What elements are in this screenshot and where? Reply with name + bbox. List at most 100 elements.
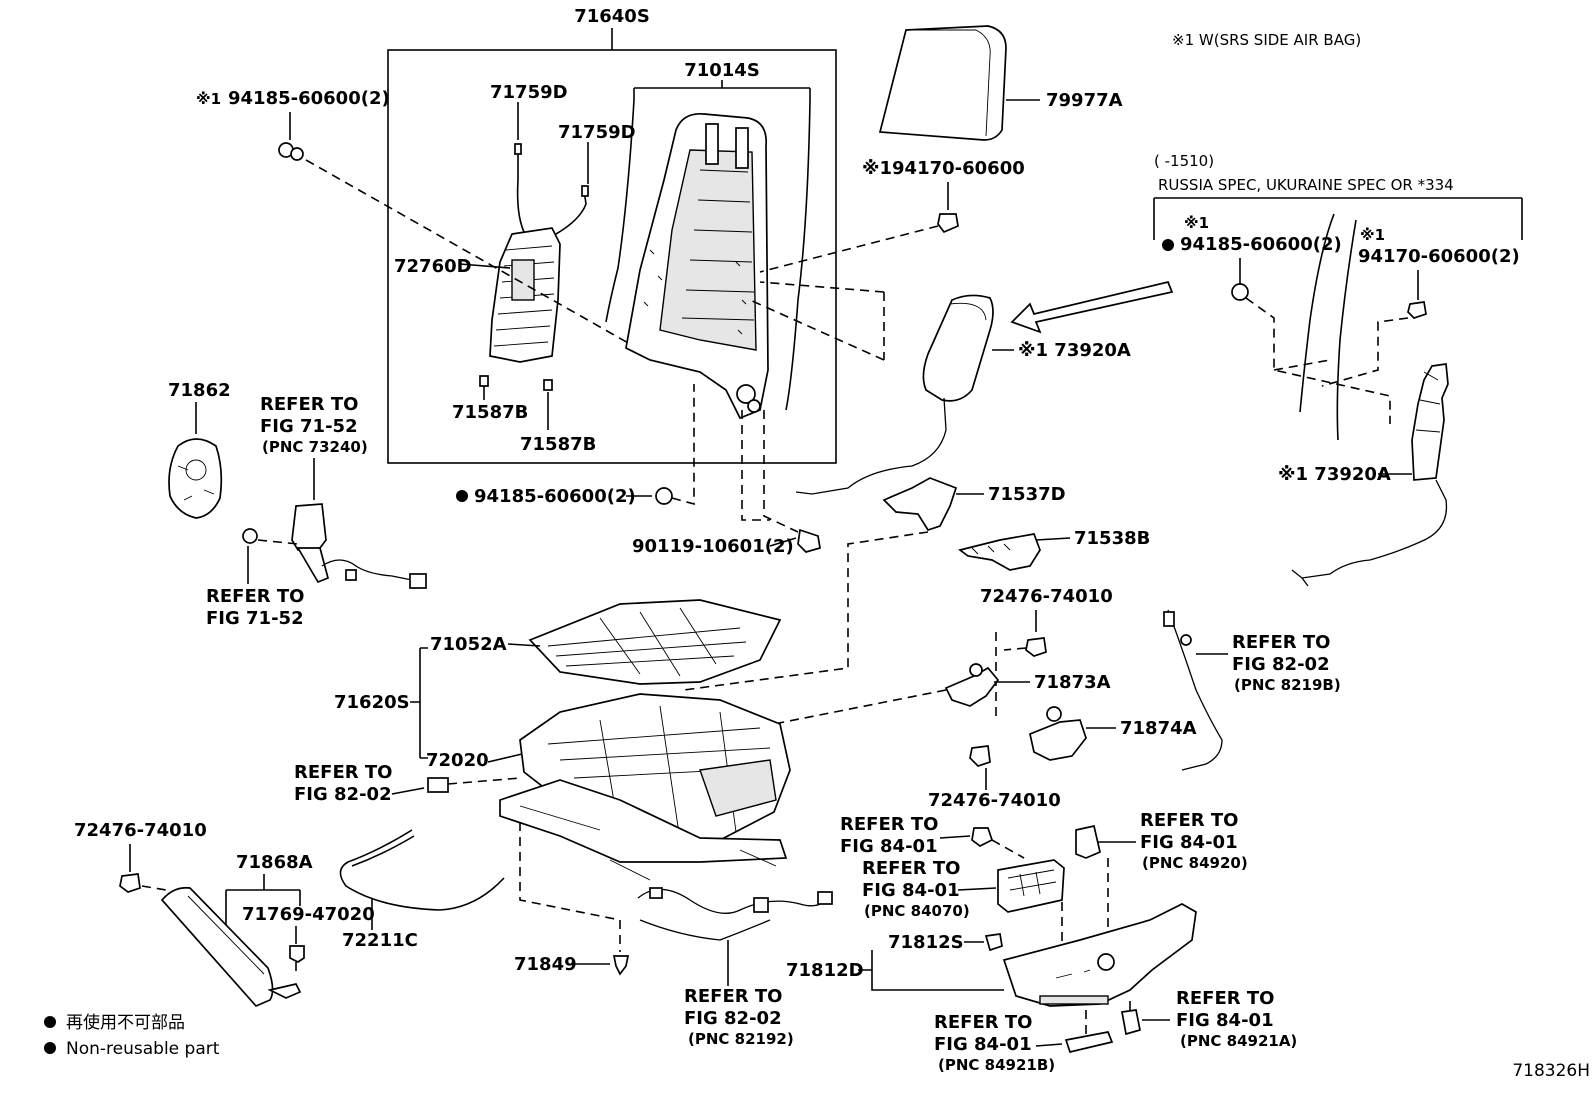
label-94185-top: 94185-60600(2) — [228, 88, 390, 109]
airbag-73920A-right-detail: ※1 94185-60600(2) ※1 94170-60600(2) ※1 7… — [1162, 213, 1520, 587]
legend-jp: 再使用不可部品 — [66, 1012, 185, 1033]
ref9-line3: (PNC 84921B) — [938, 1056, 1055, 1074]
ref2-line1: REFER TO — [206, 586, 304, 607]
ref7-line1: REFER TO — [1140, 810, 1238, 831]
legend: 再使用不可部品 Non-reusable part — [44, 1012, 220, 1059]
ref4-line1: REFER TO — [1232, 632, 1330, 653]
label-71769: 71769-47020 — [242, 904, 375, 925]
cover-71868A: 71868A 71769-47020 — [160, 852, 375, 1008]
non-reusable-mark-icon — [44, 1042, 56, 1054]
ref9-line1: REFER TO — [934, 1012, 1032, 1033]
ref1-line3: (PNC 73240) — [262, 438, 368, 456]
wire-72211C: 72211C — [339, 829, 505, 951]
legend-en: Non-reusable part — [66, 1039, 220, 1059]
ref3-line1: REFER TO — [294, 762, 392, 783]
note-serial-range: ( -1510) — [1154, 152, 1214, 170]
bolt-90119: 90119-10601(2) — [632, 410, 821, 557]
cushion-spring-71052A: 71052A — [430, 599, 782, 685]
airbag-73920A-center: ※1 73920A — [749, 281, 1174, 495]
label-90119: 90119-10601(2) — [632, 536, 794, 557]
arrow-icon — [1010, 281, 1174, 334]
label-94185-top-mark: ※1 — [196, 90, 221, 108]
label-71862: 71862 — [168, 380, 231, 401]
bolt-72476-c: 72476-74010 — [74, 820, 207, 893]
label-72211C: 72211C — [342, 930, 418, 951]
ref7-line2: FIG 84-01 — [1140, 832, 1238, 853]
ref5-line2: FIG 84-01 — [840, 836, 938, 857]
label-79977A: 79977A — [1046, 90, 1123, 111]
label-72476-a: 72476-74010 — [980, 586, 1113, 607]
ref8-line1: REFER TO — [684, 986, 782, 1007]
lumbar-support-part — [479, 143, 589, 391]
label-71640S: 71640S — [574, 6, 650, 27]
non-reusable-mark-icon — [456, 490, 468, 502]
non-reusable-mark-icon — [44, 1016, 56, 1028]
seatback-frame-group: 71640S 71014S 71759D 71759D 72760D 71587… — [387, 6, 837, 464]
label-71587B-b: 71587B — [520, 434, 596, 455]
label-94170-right: 94170-60600(2) — [1358, 246, 1520, 267]
bracket-71537D: 71537D — [683, 477, 1066, 691]
seatback-frame-part — [625, 112, 769, 420]
label-73920A-b: ※1 73920A — [1278, 464, 1391, 485]
ref4-line3: (PNC 8219B) — [1234, 676, 1341, 694]
seat-track-72020: 72020 — [426, 693, 791, 881]
label-94170-right-mark: ※1 — [1360, 226, 1385, 244]
label-73920A-a: ※1 73920A — [1018, 340, 1131, 361]
label-71868A: 71868A — [236, 852, 313, 873]
label-71620S: 71620S — [334, 692, 410, 713]
diagram-code: 718326H — [1512, 1061, 1590, 1081]
ref8-line2: FIG 82-02 — [684, 1008, 782, 1029]
label-94170-mid: ※194170-60600 — [862, 158, 1025, 179]
seat-belt-buckle: REFER TO FIG 71-52 (PNC 73240) REFER TO … — [206, 394, 427, 629]
ref9-line2: FIG 84-01 — [934, 1034, 1032, 1055]
switch-area: REFER TO FIG 84-01 REFER TO FIG 84-01 (P… — [786, 810, 1297, 1074]
ref10-line3: (PNC 84921A) — [1180, 1032, 1297, 1050]
nut-94170-mid: ※194170-60600 — [759, 158, 1025, 273]
label-72020: 72020 — [426, 750, 489, 771]
label-72476-c: 72476-74010 — [74, 820, 207, 841]
label-71538B: 71538B — [1074, 528, 1150, 549]
bracket-71874A: 71874A — [1029, 706, 1197, 761]
wire-harness-right: REFER TO FIG 82-02 (PNC 8219B) — [1163, 609, 1341, 771]
ref6-line2: FIG 84-01 — [862, 880, 960, 901]
ref8-line3: (PNC 82192) — [688, 1030, 794, 1048]
note-side-airbag: ※1 W(SRS SIDE AIR BAG) — [1172, 31, 1361, 49]
label-71873A: 71873A — [1034, 672, 1111, 693]
label-71587B-a: 71587B — [452, 402, 528, 423]
ref3-line2: FIG 82-02 — [294, 784, 392, 805]
bolt-94185-top: ※1 94185-60600(2) — [196, 88, 631, 345]
label-71537D: 71537D — [988, 484, 1066, 505]
ref4-line2: FIG 82-02 — [1232, 654, 1330, 675]
ref1-line2: FIG 71-52 — [260, 416, 358, 437]
bracket-71873A: 71873A — [611, 663, 1111, 757]
label-94185-right: 94185-60600(2) — [1180, 234, 1342, 255]
label-72760D: 72760D — [394, 256, 472, 277]
label-72476-b: 72476-74010 — [928, 790, 1061, 811]
clip-71849: 71849 — [514, 822, 630, 976]
ref6-line1: REFER TO — [862, 858, 960, 879]
ref1-line1: REFER TO — [260, 394, 358, 415]
non-reusable-mark-icon — [1162, 239, 1174, 251]
ref10-line2: FIG 84-01 — [1176, 1010, 1274, 1031]
label-71874A: 71874A — [1120, 718, 1197, 739]
ref2-line2: FIG 71-52 — [206, 608, 304, 629]
ref7-line3: (PNC 84920) — [1142, 854, 1248, 872]
label-94185-right-mark: ※1 — [1184, 214, 1209, 232]
note-spec-region: RUSSIA SPEC, UKURAINE SPEC OR *334 — [1158, 176, 1454, 194]
label-71014S: 71014S — [684, 60, 760, 81]
bracket-71538B: 71538B — [958, 528, 1150, 571]
bolt-94185-mid: 94185-60600(2) — [456, 384, 695, 507]
label-71849: 71849 — [514, 954, 577, 975]
label-94185-mid: 94185-60600(2) — [474, 486, 636, 507]
bolt-72476-b: 72476-74010 — [928, 745, 1061, 811]
bolt-72476-a: 72476-74010 — [980, 586, 1113, 716]
label-71759D-a: 71759D — [490, 82, 568, 103]
label-71759D-b: 71759D — [558, 122, 636, 143]
ref10-line1: REFER TO — [1176, 988, 1274, 1009]
label-71052A: 71052A — [430, 634, 507, 655]
wire-harness-bottom: REFER TO FIG 82-02 (PNC 82192) — [637, 887, 833, 1048]
label-71812D: 71812D — [786, 960, 864, 981]
ref3: REFER TO FIG 82-02 — [294, 762, 521, 805]
ref6-line3: (PNC 84070) — [864, 902, 970, 920]
